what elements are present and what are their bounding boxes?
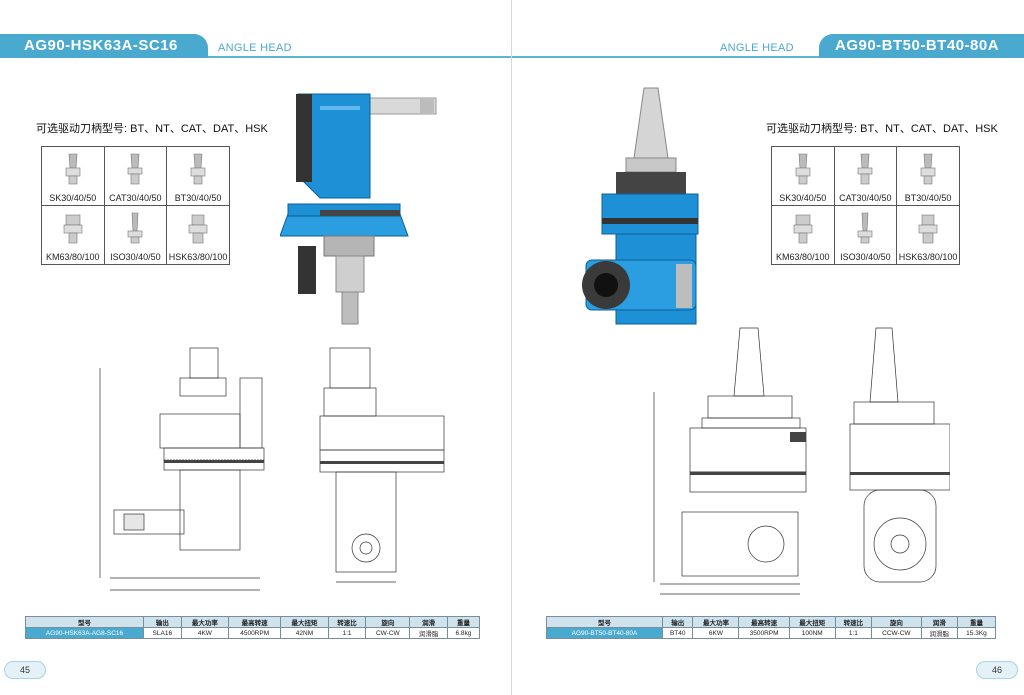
spec-header-row: 型号 输出 最大功率 最高转速 最大扭矩 转速比 旋向 润滑 重量 xyxy=(546,616,997,628)
spec-cell: 4500RPM xyxy=(228,627,282,639)
spec-cell: 润滑脂 xyxy=(409,627,448,639)
shank-cell: CAT30/40/50 xyxy=(103,146,168,206)
spec-cell: BT40 xyxy=(661,627,694,639)
spec-header: 最大扭矩 xyxy=(788,616,836,628)
shank-label: KM63/80/100 xyxy=(776,252,830,262)
shank-cell: SK30/40/50 xyxy=(41,146,105,206)
shank-cell: BT30/40/50 xyxy=(896,146,960,206)
shank-options-label: 可选驱动刀柄型号: BT、NT、CAT、DAT、HSK xyxy=(766,123,998,135)
shank-cell: HSK63/80/100 xyxy=(896,205,960,265)
spec-cell: 42NM xyxy=(280,627,329,639)
page-title: AG90-HSK63A-SC16 xyxy=(0,34,208,58)
header-rule xyxy=(512,56,822,58)
shank-label: ISO30/40/50 xyxy=(110,252,161,262)
shank-label: BT30/40/50 xyxy=(904,193,952,203)
spec-cell: 1:1 xyxy=(834,627,873,639)
shank-cell: BT30/40/50 xyxy=(166,146,230,206)
spec-header: 润滑 xyxy=(920,616,958,628)
left-page: AG90-HSK63A-SC16 ANGLE HEAD 可选驱动刀柄型号: BT… xyxy=(0,34,512,679)
shank-cell: ISO30/40/50 xyxy=(103,205,168,265)
angle-head-photo xyxy=(280,93,437,325)
tool-holder-icon xyxy=(795,153,811,185)
shank-label: SK30/40/50 xyxy=(49,193,97,203)
page-number: 45 xyxy=(4,661,46,679)
page-subtitle: ANGLE HEAD xyxy=(218,42,292,54)
spec-header: 润滑 xyxy=(409,616,448,628)
spec-cell: CCW-CW xyxy=(871,627,922,639)
tool-holder-icon xyxy=(65,153,81,185)
page-number: 46 xyxy=(976,661,1018,679)
tool-holder-icon xyxy=(858,153,873,185)
spec-row: AG90-HSK63A-AG8-SC16 SLA16 4KW 4500RPM 4… xyxy=(25,627,481,639)
spec-header: 最高转速 xyxy=(738,616,790,628)
spec-header: 型号 xyxy=(546,616,663,628)
spec-header: 旋向 xyxy=(365,616,411,628)
angle-head-photo xyxy=(582,87,699,325)
shank-label: ISO30/40/50 xyxy=(840,252,891,262)
right-page: ANGLE HEAD AG90-BT50-BT40-80A 可选驱动刀柄型号: … xyxy=(512,0,1024,695)
shank-label: HSK63/80/100 xyxy=(898,252,958,262)
technical-drawing-front xyxy=(653,327,950,595)
spec-cell: 100NM xyxy=(788,627,836,639)
shank-label: CAT30/40/50 xyxy=(839,193,892,203)
tool-holder-icon xyxy=(920,153,936,185)
spec-header: 输出 xyxy=(661,616,694,628)
shank-cell: KM63/80/100 xyxy=(41,205,105,265)
spec-cell: SLA16 xyxy=(143,627,182,639)
tool-holder-icon xyxy=(128,153,143,185)
shank-cell: CAT30/40/50 xyxy=(833,146,898,206)
page-title: AG90-BT50-BT40-80A xyxy=(819,34,1024,58)
spec-header: 重量 xyxy=(446,616,481,628)
shank-label: CAT30/40/50 xyxy=(109,193,162,203)
shank-options-label: 可选驱动刀柄型号: BT、NT、CAT、DAT、HSK xyxy=(36,123,268,135)
spec-cell: 15.3Kg xyxy=(956,627,997,639)
spec-cell: 6KW xyxy=(692,627,740,639)
tool-holder-icon xyxy=(190,153,206,185)
shank-label: BT30/40/50 xyxy=(174,193,222,203)
spec-cell: 1:1 xyxy=(327,627,367,639)
spec-header: 最大功率 xyxy=(692,616,740,628)
shank-cell: SK30/40/50 xyxy=(771,146,835,206)
page-subtitle: ANGLE HEAD xyxy=(720,42,794,54)
spec-cell: 4KW xyxy=(180,627,230,639)
spec-header: 最大功率 xyxy=(180,616,230,628)
header-rule xyxy=(200,56,512,58)
spec-header: 最高转速 xyxy=(228,616,282,628)
spec-header: 转速比 xyxy=(834,616,873,628)
spec-cell: 6.8kg xyxy=(446,627,481,639)
spec-row: AG90-BT50-BT40-80A BT40 6KW 3500RPM 100N… xyxy=(546,627,997,639)
tool-holder-icon xyxy=(63,214,83,244)
spec-cell: CW-CW xyxy=(365,627,411,639)
spec-cell: 3500RPM xyxy=(738,627,790,639)
tool-holder-icon xyxy=(858,212,873,244)
spec-header: 转速比 xyxy=(327,616,367,628)
shank-grid: SK30/40/50 CAT30/40/50 BT30/40/50 KM63/8… xyxy=(771,146,960,265)
spec-header: 最大扭矩 xyxy=(280,616,329,628)
shank-cell: KM63/80/100 xyxy=(771,205,835,265)
spec-header: 旋向 xyxy=(871,616,922,628)
spec-cell-model: AG90-HSK63A-AG8-SC16 xyxy=(25,627,144,639)
spec-table: 型号 输出 最大功率 最高转速 最大扭矩 转速比 旋向 润滑 重量 AG90-B… xyxy=(546,616,997,639)
spec-header: 重量 xyxy=(956,616,997,628)
shank-label: HSK63/80/100 xyxy=(168,252,228,262)
spec-header-row: 型号 输出 最大功率 最高转速 最大扭矩 转速比 旋向 润滑 重量 xyxy=(25,616,481,628)
tool-holder-icon xyxy=(793,214,813,244)
spec-cell-model: AG90-BT50-BT40-80A xyxy=(546,627,663,639)
spec-cell: 润滑脂 xyxy=(920,627,958,639)
tool-holder-icon xyxy=(128,212,143,244)
shank-cell: HSK63/80/100 xyxy=(166,205,230,265)
spec-table: 型号 输出 最大功率 最高转速 最大扭矩 转速比 旋向 润滑 重量 AG90-H… xyxy=(25,616,481,639)
spec-header: 型号 xyxy=(25,616,144,628)
spec-header: 输出 xyxy=(143,616,182,628)
technical-drawing-front xyxy=(99,347,445,591)
shank-grid: SK30/40/50 CAT30/40/50 BT30/40/50 KM63/8… xyxy=(41,146,230,265)
shank-label: SK30/40/50 xyxy=(779,193,827,203)
shank-label: KM63/80/100 xyxy=(46,252,100,262)
tool-holder-icon xyxy=(188,214,208,244)
tool-holder-icon xyxy=(918,214,938,244)
shank-cell: ISO30/40/50 xyxy=(833,205,898,265)
